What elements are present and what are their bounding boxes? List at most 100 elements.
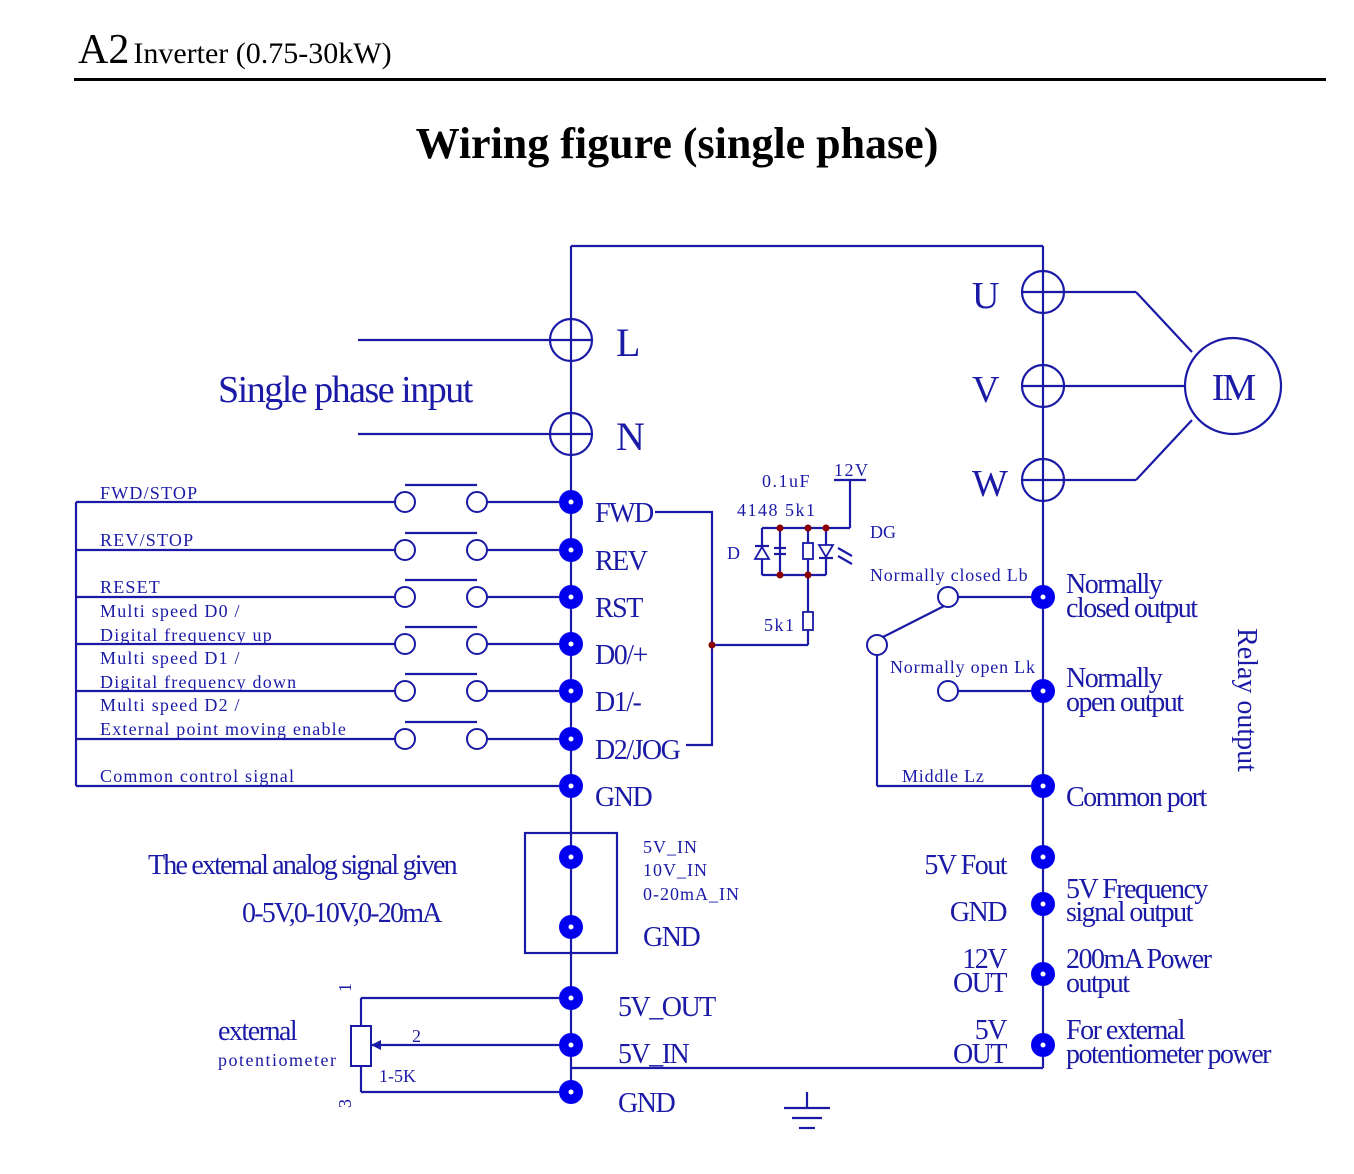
relay-common-contact [866,634,888,656]
junction-dot [804,571,812,579]
analog-box [523,831,619,955]
terminal-center [568,783,574,789]
terminal-center [1040,783,1046,789]
resistor-symbol [802,542,814,560]
switch-contact-left [394,491,416,513]
out-right-3-1: potentiometer power [1066,1039,1272,1070]
motor-wire-U [1135,291,1193,353]
no-output-l1: Normally [1066,663,1163,694]
switch-contact-right [466,539,488,561]
terminal-center [568,688,574,694]
model-name: A2 [78,27,130,73]
out-right-2-0: 200mA Power [1066,944,1213,975]
pot-label-2: potentiometer [218,1050,337,1070]
switch-contact-left [394,728,416,750]
relay-no-contact [937,680,959,702]
label-dg: DG [870,522,896,542]
nc-output-l1: Normally [1066,569,1163,600]
junction-dot [776,571,784,579]
pot-pin-3: 3 [335,1099,355,1108]
ctl-label-reset: RESET [100,577,161,597]
terminal-center [568,736,574,742]
label-nc-contact: Normally closed Lb [870,565,1028,585]
terminal-label-2: RST [595,593,643,624]
pot-wiper-arrow [371,1040,381,1050]
terminal-center [568,1042,574,1048]
led-ray [837,547,853,557]
motor-circle [1183,336,1283,436]
pot-terminal-label-2: GND [618,1088,675,1119]
analog-10v-in: 10V_IN [643,860,708,880]
terminal-center [1040,688,1046,694]
junction-dot [708,641,716,649]
pot-label-1: external [218,1016,298,1047]
out-left-3-1: OUT [953,1039,1007,1070]
label-no-contact: Normally open Lk [890,657,1036,677]
pot-terminal-label-1: 5V_IN [618,1039,690,1070]
page-header: A2 Inverter (0.75-30kW) [78,26,392,74]
terminal-label-6: GND [595,782,652,813]
out-left-3-0: 5V [975,1015,1008,1046]
single-phase-input-label: Single phase input [218,369,474,411]
out-left-0-0: 5V Fout [924,850,1007,881]
nc-output-l2: closed output [1066,593,1198,624]
switch-contact-left [394,539,416,561]
led-ray [837,555,853,565]
ctl-label-d2a: Multi speed D2 / [100,695,241,715]
label-5k1: 5k1 [764,615,796,635]
ctl-label-d1a: Multi speed D1 / [100,648,241,668]
led-symbol [817,544,835,559]
terminal-center [1040,971,1046,977]
common-port-label: Common port [1066,782,1208,813]
potentiometer-symbol [350,1025,372,1067]
pot-pin-2: 2 [412,1026,421,1046]
label-L: L [616,320,640,365]
terminal-label-5: D2/JOG [595,735,681,766]
motor-label: IM [1212,367,1256,409]
label-cap: 0.1uF [762,471,811,491]
switch-contact-right [466,680,488,702]
terminal-center [568,499,574,505]
terminal-label-4: D1/- [595,687,642,718]
switch-contact-right [466,728,488,750]
label-W: W [972,463,1008,505]
no-output-l2: open output [1066,687,1184,718]
terminal-label-1: REV [595,546,648,577]
relay-blade [882,601,953,638]
ctl-label-fwd: FWD/STOP [100,483,198,503]
terminal-center [1040,901,1046,907]
terminal-center [568,594,574,600]
terminal-label-0: FWD [595,498,654,529]
out-left-2-1: OUT [953,968,1007,999]
relay-nc-contact [937,586,959,608]
analog-text-1: The external analog signal given [148,850,458,881]
terminal-label-3: D0/+ [595,640,648,671]
fwd-d2-link [655,510,714,747]
diode-symbol [753,545,771,560]
switch-contact-right [466,586,488,608]
analog-020ma-in: 0-20mA_IN [643,884,740,904]
ctl-label-d1b: Digital frequency down [100,672,297,692]
ctl-label-rev: REV/STOP [100,530,194,550]
out-left-2-0: 12V [962,944,1007,975]
switch-contact-left [394,586,416,608]
analog-gnd-label: GND [643,922,700,953]
relay-output-label: Relay output [1231,628,1262,772]
pot-pin-1: 1 [335,983,355,992]
junction-dot [776,524,784,532]
ctl-label-d0b: Digital frequency up [100,625,273,645]
junction-dot [822,524,830,532]
switch-contact-left [394,680,416,702]
motor-wire-W [1135,419,1193,481]
ctl-label-d0a: Multi speed D0 / [100,601,241,621]
label-diode: D [727,543,740,563]
label-middle: Middle Lz [902,766,985,786]
out-right-0-1: signal output [1066,897,1194,928]
junction-dot [804,524,812,532]
terminal-center [568,854,574,860]
terminal-center [1040,1042,1046,1048]
diagram-title: Wiring figure (single phase) [415,119,939,168]
model-subtitle: Inverter (0.75-30kW) [133,37,392,70]
ctl-label-d2b: External point moving enable [100,719,347,739]
